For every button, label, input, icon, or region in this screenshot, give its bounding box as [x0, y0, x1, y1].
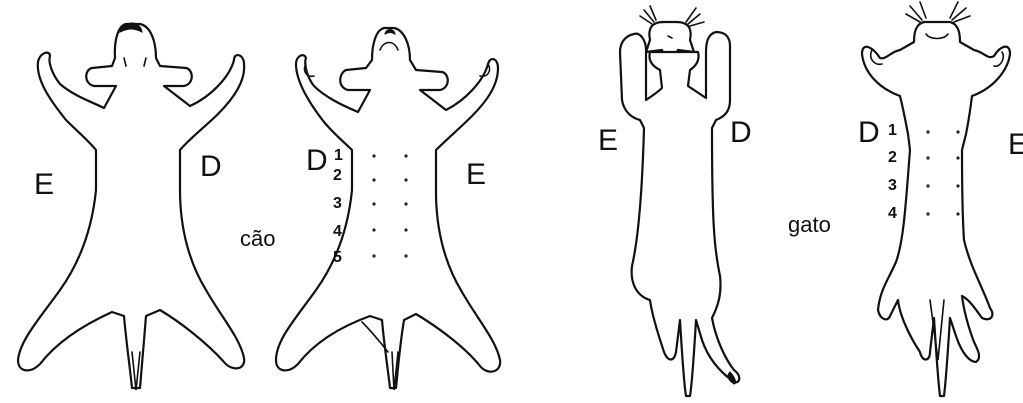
dog-teat-pair-label: 4 — [333, 223, 342, 240]
dog-ventral-figure — [276, 28, 500, 390]
dog-species-label: cão — [240, 226, 275, 251]
dog-dorsal-figure — [18, 23, 244, 390]
dog-dorsal-left-label: E — [34, 168, 54, 201]
dog-teat-pair-label: 1 — [334, 147, 343, 164]
dog-dorsal-right-label: D — [200, 150, 222, 183]
dog-teat-pair-label: 5 — [333, 249, 342, 266]
cat-teat-pair-label: 3 — [888, 177, 897, 194]
cat-teat-pair-label: 1 — [888, 122, 897, 139]
cat-ventral-whiskers — [906, 2, 970, 22]
cat-dorsal-body — [620, 32, 739, 396]
cat-species-label: gato — [788, 212, 831, 237]
cat-ventral-figure — [862, 2, 1010, 396]
cat-teat-pair-label: 2 — [888, 149, 897, 166]
cat-ventral-left-label: D — [858, 116, 880, 149]
dog-teat-pair-label: 3 — [333, 195, 342, 212]
dog-dorsal-outline — [18, 24, 244, 388]
dog-ventral-left-label: D — [306, 144, 328, 177]
cat-dorsal-left-label: E — [598, 124, 618, 157]
cat-teat-pair-label: 4 — [888, 205, 897, 222]
dog-ventral-outline — [276, 28, 500, 388]
dog-ventral-right-label: E — [466, 158, 486, 191]
cat-dorsal-right-label: D — [730, 116, 752, 149]
cat-ventral-right-label: E — [1008, 128, 1023, 161]
cat-dorsal-figure — [620, 6, 739, 396]
dog-teat-pair-label: 2 — [333, 167, 342, 184]
